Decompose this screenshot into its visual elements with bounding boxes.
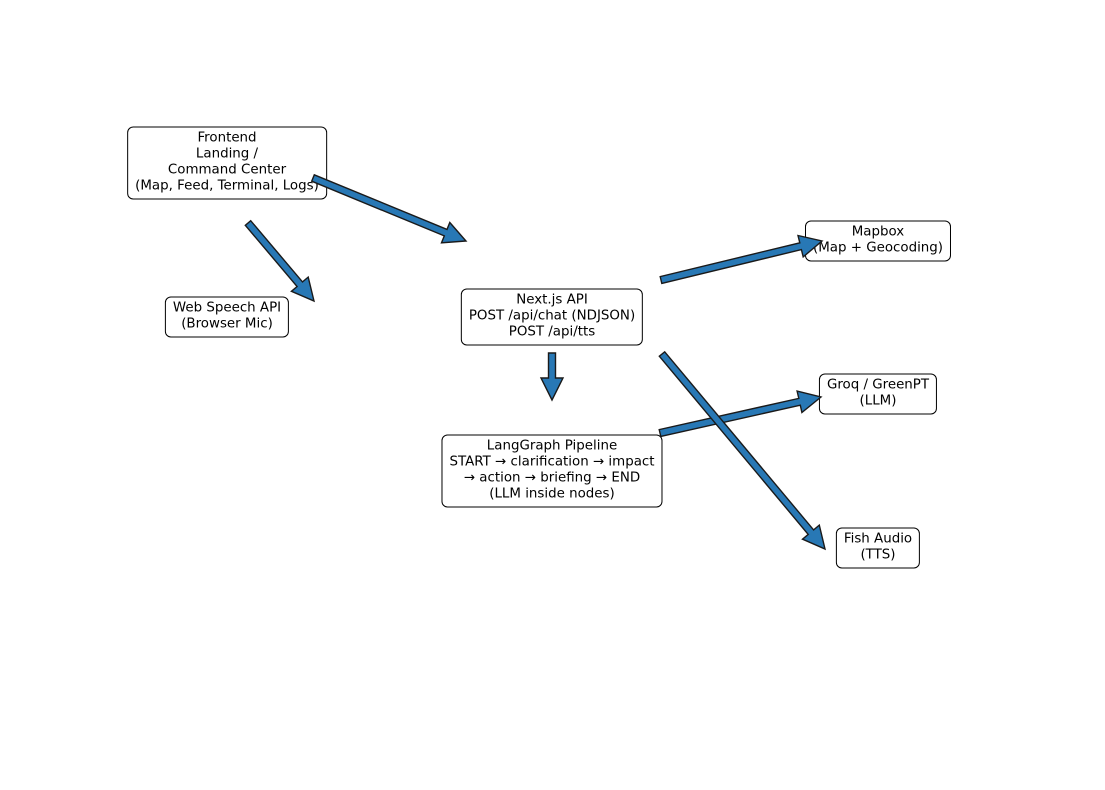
node-groq-greenpt-line: (LLM) [859,393,897,409]
node-mapbox-line: (Map + Geocoding) [812,240,944,256]
node-frontend-line: Frontend [197,130,257,146]
node-frontend-line: Command Center [167,162,287,178]
node-frontend-line: (Map, Feed, Terminal, Logs) [135,178,319,194]
node-nextjs-api-line: POST /api/chat (NDJSON) [468,308,636,324]
node-langgraph-pipeline-line: LangGraph Pipeline [486,438,618,454]
node-fish-audio-line: Fish Audio [843,531,913,547]
edge-nextjs-api-to-mapbox-arrow [659,234,824,285]
node-groq-greenpt: Groq / GreenPT (LLM) [818,373,938,415]
node-web-speech-api-line: (Browser Mic) [181,316,273,332]
node-web-speech-api: Web Speech API (Browser Mic) [164,296,290,338]
node-nextjs-api-line: POST /api/tts [508,324,596,340]
node-mapbox-line: Mapbox [851,224,905,240]
edge-nextjs-api-to-fish-audio-arrow [658,350,827,551]
node-groq-greenpt-line: Groq / GreenPT [826,377,930,393]
node-frontend-line: Landing / [195,146,259,162]
node-frontend: Frontend Landing / Command Center (Map, … [127,126,327,200]
edge-frontend-to-nextjs-api-arrow [310,173,468,244]
node-langgraph-pipeline: LangGraph Pipeline START → clarification… [441,434,663,508]
edge-langgraph-pipeline-to-groq-greenpt-arrow [658,390,823,438]
node-nextjs-api-line: Next.js API [516,292,588,308]
edge-frontend-to-web-speech-api-arrow [244,219,316,303]
node-langgraph-pipeline-line: (LLM inside nodes) [489,486,615,502]
node-nextjs-api: Next.js API POST /api/chat (NDJSON) POST… [460,288,644,346]
node-fish-audio-line: (TTS) [860,547,896,563]
node-langgraph-pipeline-line: → action → briefing → END [463,470,641,486]
node-mapbox: Mapbox (Map + Geocoding) [804,220,952,262]
node-web-speech-api-line: Web Speech API [172,300,282,316]
edge-nextjs-api-to-langgraph-pipeline-arrow [539,352,565,402]
node-fish-audio: Fish Audio (TTS) [835,527,921,569]
node-langgraph-pipeline-line: START → clarification → impact [449,454,655,470]
